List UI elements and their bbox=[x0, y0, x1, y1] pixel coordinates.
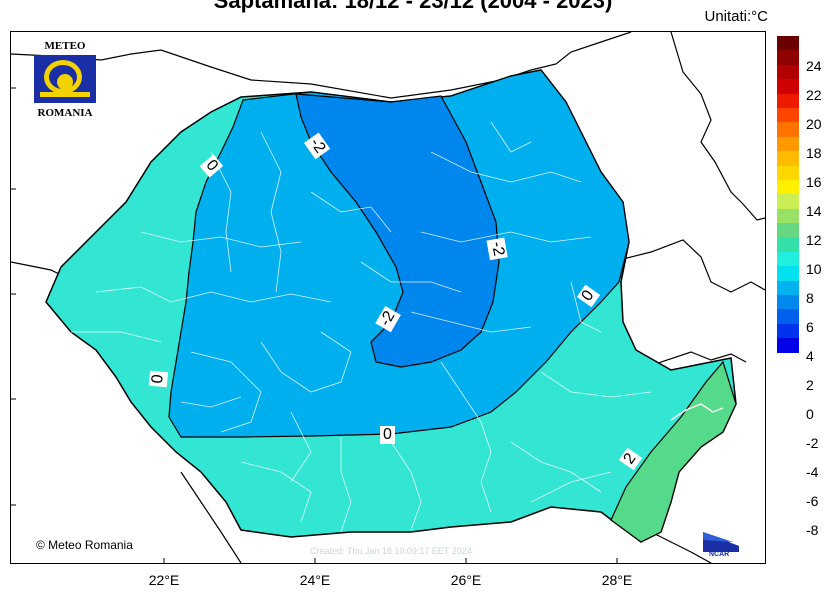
units-label: Unitati:°C bbox=[704, 8, 768, 25]
legend-swatch bbox=[777, 36, 799, 51]
logo-text-bottom: ROMANIA bbox=[37, 107, 93, 119]
logo-text-top: METEO bbox=[44, 40, 86, 52]
legend-swatch bbox=[777, 93, 799, 108]
legend-swatch bbox=[777, 165, 799, 180]
contour-label-0-southwest: 0 bbox=[148, 370, 169, 388]
contour-label-minus2-east: -2 bbox=[486, 237, 508, 261]
legend-label: 18 bbox=[806, 145, 822, 161]
ncar-logo-icon bbox=[703, 532, 739, 552]
legend-label: 2 bbox=[806, 377, 814, 393]
legend-label: -2 bbox=[806, 435, 819, 451]
copyright-text: © Meteo Romania bbox=[36, 538, 133, 552]
legend-label: 22 bbox=[806, 87, 822, 103]
legend-label: 12 bbox=[806, 232, 822, 248]
legend-swatch bbox=[777, 323, 799, 339]
legend-swatch bbox=[777, 107, 799, 123]
legend-swatch bbox=[777, 179, 799, 195]
legend-label: -6 bbox=[806, 493, 819, 509]
legend-label: 14 bbox=[806, 203, 822, 219]
map-title: Saptamana: 18/12 - 23/12 (2004 - 2023) bbox=[213, 0, 613, 13]
legend-label: -4 bbox=[806, 464, 819, 480]
legend-label: 4 bbox=[806, 348, 814, 364]
x-tick-24e: 24°E bbox=[299, 572, 331, 588]
legend-label: 6 bbox=[806, 319, 814, 335]
legend-swatch bbox=[777, 338, 799, 353]
legend-label: 16 bbox=[806, 174, 822, 190]
legend-swatch bbox=[777, 151, 799, 166]
danube-delta bbox=[670, 403, 724, 421]
zone-minus4-to-minus2 bbox=[295, 93, 500, 368]
x-tick-22e: 22°E bbox=[148, 572, 180, 588]
legend-swatch bbox=[777, 136, 799, 152]
legend-swatch bbox=[777, 122, 799, 137]
legend-swatch bbox=[777, 194, 799, 209]
legend-swatch bbox=[777, 237, 799, 252]
legend-swatch bbox=[777, 295, 799, 310]
legend-swatch bbox=[777, 223, 799, 238]
y-axis-ticks bbox=[11, 87, 618, 563]
legend-label: 0 bbox=[806, 406, 814, 422]
meteo-romania-logo: METEO ROMANIA bbox=[20, 40, 110, 136]
legend-label: 10 bbox=[806, 261, 822, 277]
county-borders bbox=[71, 121, 652, 533]
legend-swatch bbox=[777, 251, 799, 267]
created-timestamp: Created: Thu Jan 18 10:09:17 EET 2024 bbox=[310, 546, 472, 556]
contour-label-0-south: 0 bbox=[380, 426, 395, 444]
legend-swatch bbox=[777, 309, 799, 324]
temperature-map bbox=[11, 32, 765, 563]
legend-swatch bbox=[777, 266, 799, 281]
logo-sun bbox=[57, 74, 73, 90]
legend-swatch bbox=[777, 64, 799, 80]
logo-bar bbox=[40, 92, 90, 97]
x-tick-26e: 26°E bbox=[450, 572, 482, 588]
legend-swatch bbox=[777, 50, 799, 65]
ncar-label: NCAR bbox=[709, 551, 730, 558]
x-tick-28e: 28°E bbox=[601, 572, 633, 588]
legend-swatch bbox=[777, 280, 799, 296]
legend-swatch bbox=[777, 208, 799, 224]
map-panel: 0 -2 -2 -2 0 0 0 2 bbox=[10, 31, 766, 564]
logo-ring bbox=[44, 60, 82, 94]
color-legend bbox=[777, 36, 799, 353]
legend-swatch bbox=[777, 79, 799, 94]
legend-label: 8 bbox=[806, 290, 814, 306]
legend-label: 24 bbox=[806, 58, 822, 74]
legend-label: -8 bbox=[806, 522, 819, 538]
legend-label: 20 bbox=[806, 116, 822, 132]
logo-icon bbox=[34, 55, 96, 103]
